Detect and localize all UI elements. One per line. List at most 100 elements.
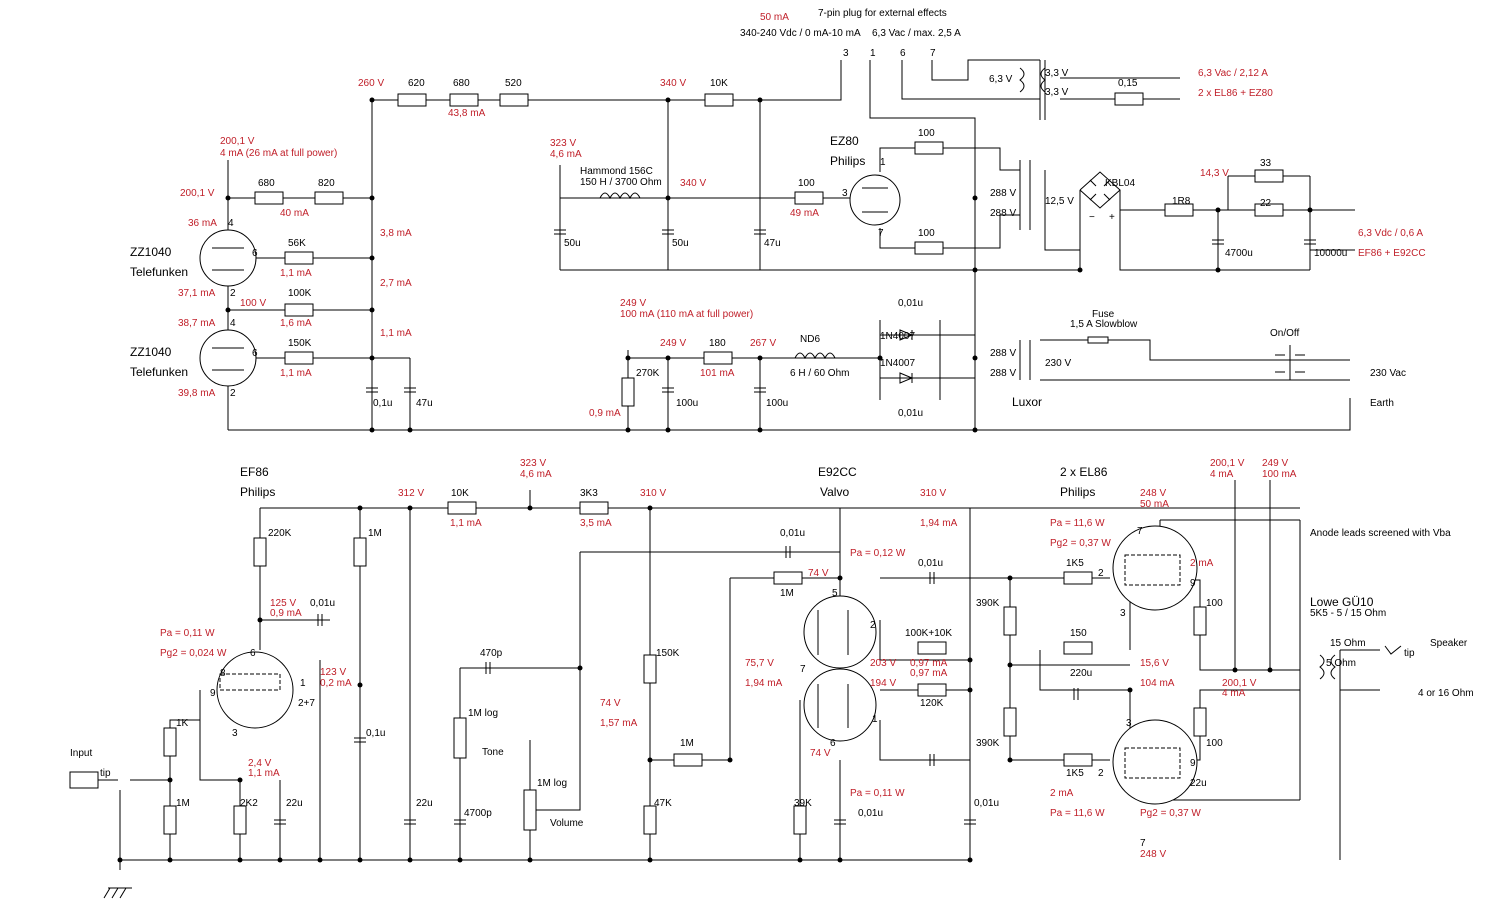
label-191: 1,57 mA: [600, 718, 638, 729]
label-223: 7: [1140, 838, 1146, 849]
tube-ef86-grids: [219, 673, 281, 691]
label-3: 3: [843, 48, 849, 59]
label-25: 150 H / 3700 Ohm: [580, 177, 662, 188]
resistor-100-a: [914, 141, 944, 155]
label-111: 10K: [451, 488, 469, 499]
tube-ef86: [216, 651, 294, 729]
label-162: 0,2 mA: [320, 678, 352, 689]
label-96: 1N4007: [880, 331, 915, 342]
label-200: 2: [1098, 768, 1104, 779]
label-12: 2 x EL86 + EZ80: [1198, 88, 1273, 99]
label-216: Pa = 0,11 W: [850, 788, 905, 799]
label-164: 1M log: [468, 708, 498, 719]
resistor-220k: [253, 537, 267, 567]
label-93: 100u: [676, 398, 698, 409]
fuse-symbol: [1087, 336, 1109, 344]
label-194: 1M log: [537, 778, 567, 789]
jack-socket-input: [69, 771, 118, 789]
label-22: 323 V: [550, 138, 576, 149]
label-8: 3,3 V: [1045, 68, 1069, 79]
label-48: 6,3 Vdc / 0,6 A: [1358, 228, 1423, 239]
label-210: 2K2: [240, 798, 258, 809]
tube-ez80: [849, 174, 901, 226]
label-55: 4: [228, 218, 234, 229]
label-148: Lowe GÜ10: [1310, 595, 1374, 609]
label-173: 150: [1070, 628, 1087, 639]
resistor-1m-input: [163, 805, 177, 835]
label-196: 6: [830, 738, 836, 749]
label-213: 4700p: [464, 808, 492, 819]
label-106: Luxor: [1012, 395, 1042, 409]
label-29: 1: [880, 157, 886, 168]
label-150: 125 V: [270, 598, 296, 609]
label-39: KBL04: [1105, 178, 1135, 189]
resistor-22: [1254, 203, 1284, 217]
resistor-1m-fb: [773, 571, 803, 585]
label-171: 0,97 mA: [910, 668, 948, 679]
label-116: 3,5 mA: [580, 518, 612, 529]
label-127: 100 mA: [1262, 469, 1297, 480]
label-142: 2 mA: [1190, 558, 1214, 569]
label-153: Pa = 0,11 W: [160, 628, 215, 639]
label-24: Hammond 156C: [580, 166, 653, 177]
label-154: Pg2 = 0,024 W: [160, 648, 227, 659]
label-201: 3: [1126, 718, 1132, 729]
label-37: 288 V: [990, 208, 1016, 219]
tube-electrodes: [212, 187, 888, 728]
label-175: 15,6 V: [1140, 658, 1169, 669]
tube-e92cc-b: [803, 668, 877, 742]
resistor-3k3: [579, 501, 609, 515]
label-187: 194 V: [870, 678, 896, 689]
label-1: 340-240 Vdc / 0 mA-10 mA: [740, 28, 861, 39]
label-40: −: [1089, 212, 1095, 223]
label-16: 520: [505, 78, 522, 89]
components: [69, 67, 1402, 899]
label-38: 12,5 V: [1045, 196, 1074, 207]
label-105: 230 Vac: [1370, 368, 1406, 379]
label-180: 5 Ohm: [1326, 658, 1356, 669]
label-195: 1M: [680, 738, 694, 749]
ground-symbol: [103, 887, 132, 899]
label-190: 74 V: [600, 698, 621, 709]
label-41: +: [1109, 212, 1115, 223]
label-43: 14,3 V: [1200, 168, 1229, 179]
label-206: tip: [100, 768, 111, 779]
label-193: 0,1u: [366, 728, 385, 739]
label-99: 288 V: [990, 348, 1016, 359]
label-137: 1M: [780, 588, 794, 599]
label-185: 1,94 mA: [745, 678, 783, 689]
label-138: 5: [832, 588, 838, 599]
label-83: 249 V: [620, 298, 646, 309]
label-165: Tone: [482, 747, 504, 758]
label-74: 150K: [288, 338, 312, 349]
tube-el86-a-grids: [1124, 554, 1181, 586]
label-129: 50 mA: [1140, 499, 1169, 510]
label-69: 4: [230, 318, 236, 329]
resistor-100k-10k: [917, 641, 947, 655]
label-145: 9: [1190, 578, 1196, 589]
potentiometer-tone: [453, 717, 467, 759]
label-81: 50u: [672, 238, 689, 249]
label-204: 0,01u: [858, 808, 883, 819]
label-174: 220u: [1070, 668, 1092, 679]
resistor-1k5-a: [1063, 571, 1093, 585]
label-117: 310 V: [640, 488, 666, 499]
label-103: 1,5 A Slowblow: [1070, 319, 1138, 330]
label-49: EF86 + E92CC: [1358, 248, 1426, 259]
label-6: 7: [930, 48, 936, 59]
label-169: 0,97 mA: [910, 658, 948, 669]
label-156: 6: [250, 648, 256, 659]
label-98: 0,01u: [898, 408, 923, 419]
label-167: 2: [870, 620, 876, 631]
label-197: 74 V: [810, 748, 831, 759]
label-54: 36 mA: [188, 218, 217, 229]
label-184: 75,7 V: [745, 658, 774, 669]
resistor-56k: [284, 251, 314, 265]
label-186: 7: [800, 664, 806, 675]
label-97: 1N4007: [880, 358, 915, 369]
label-133: 0,01u: [780, 528, 805, 539]
label-107: Earth: [1370, 398, 1394, 409]
label-160: 3: [232, 728, 238, 739]
label-212: 22u: [416, 798, 433, 809]
label-151: 0,9 mA: [270, 608, 302, 619]
